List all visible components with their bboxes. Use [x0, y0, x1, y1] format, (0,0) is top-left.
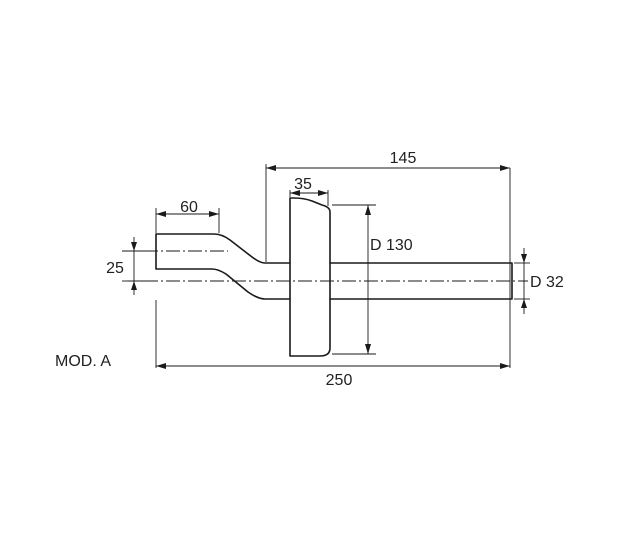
dimension-inlet-length [156, 211, 219, 217]
extension-lines [128, 164, 530, 368]
label-right-length: 145 [390, 150, 417, 167]
label-inlet-length: 60 [180, 199, 198, 216]
label-flange-width: 35 [294, 176, 312, 193]
label-outlet-diameter: D 32 [530, 274, 564, 291]
model-label: MOD. A [55, 353, 111, 370]
flange-body [289, 197, 331, 357]
dimension-flange-diameter [365, 205, 371, 354]
dimension-overall-length [156, 363, 510, 369]
part-outline [155, 197, 513, 357]
dimension-outlet-diameter [521, 248, 527, 314]
label-overall-length: 250 [326, 372, 353, 389]
outlet-pipe [329, 262, 513, 300]
inlet-nozzle [155, 233, 291, 300]
dimension-flange-width [290, 190, 328, 196]
dimension-offset [131, 237, 137, 295]
label-flange-diameter: D 130 [370, 237, 413, 254]
label-offset: 25 [106, 260, 124, 277]
center-lines [122, 250, 528, 282]
dimension-right-length [266, 165, 510, 171]
